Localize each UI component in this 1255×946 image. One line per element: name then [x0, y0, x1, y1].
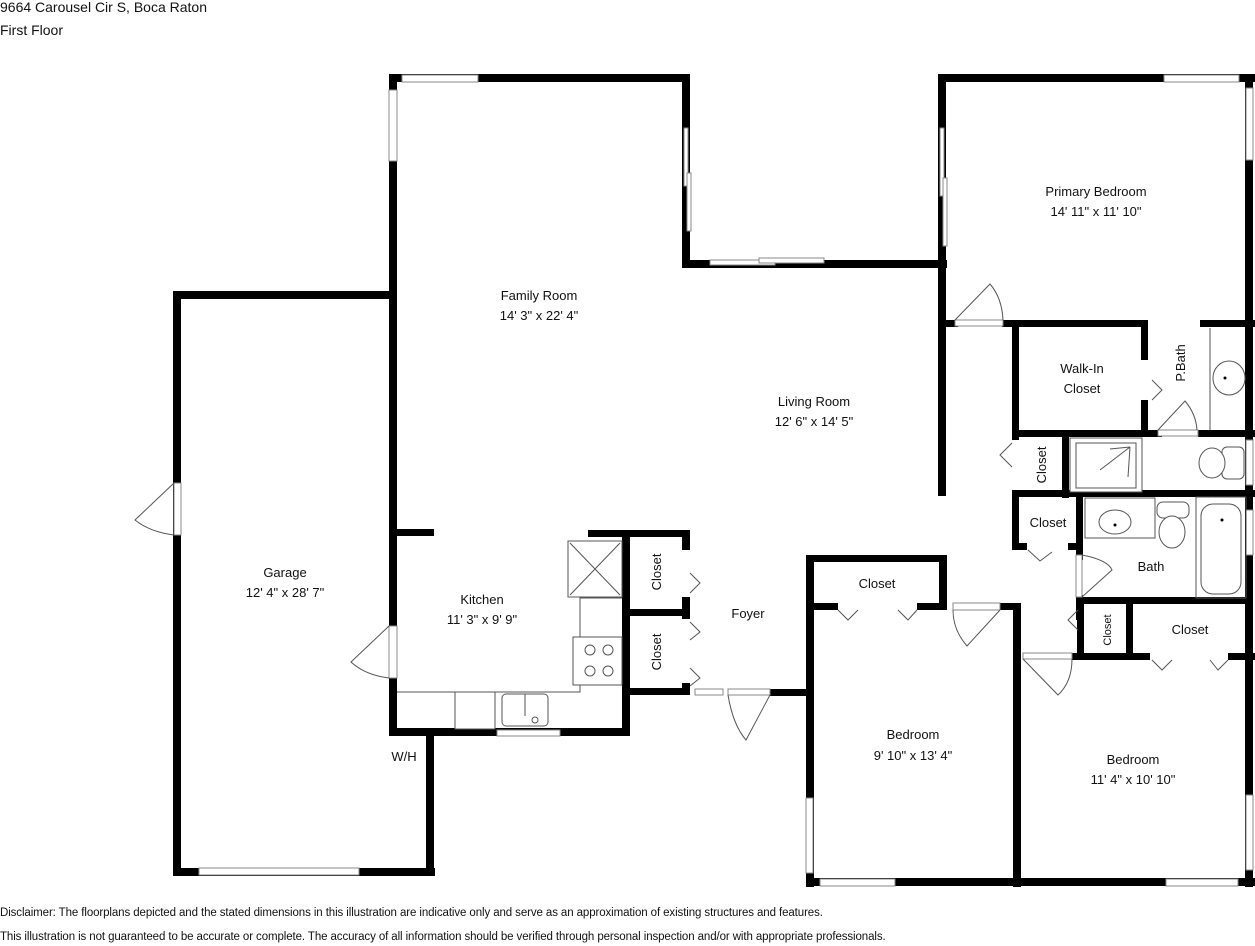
- kitchen-dims: 11' 3" x 9' 9": [447, 612, 518, 627]
- bedroom-3-dims: 11' 4" x 10' 10": [1091, 772, 1176, 787]
- kitchen-name: Kitchen: [460, 592, 503, 607]
- water-heater-label: W/H: [391, 749, 416, 764]
- room-labels: Family Room 14' 3" x 22' 4" Living Room …: [246, 184, 1209, 787]
- doors: [134, 283, 1229, 741]
- pbath-toilet-icon: [1198, 447, 1226, 479]
- windows: [198, 74, 1254, 887]
- small-closet-label: Closet: [1102, 614, 1114, 645]
- foyer-label: Foyer: [731, 606, 765, 621]
- dishwasher-icon: [454, 691, 496, 730]
- foyer-closet-2-label: Closet: [649, 633, 664, 670]
- bath-label: Bath: [1138, 559, 1165, 574]
- pbath-sink-icon: [1212, 360, 1246, 396]
- bedroom-2-name: Bedroom: [887, 727, 940, 742]
- bedroom-2-closet-label: Closet: [859, 576, 896, 591]
- walk-in-closet-label-2: Closet: [1064, 381, 1101, 396]
- bedroom-2-dims: 9' 10" x 13' 4": [874, 748, 953, 763]
- floor-label: First Floor: [0, 22, 63, 38]
- address-title: 9664 Carousel Cir S, Boca Raton: [0, 0, 207, 15]
- living-room-dims: 12' 6" x 14' 5": [775, 414, 854, 429]
- family-room-dims: 14' 3" x 22' 4": [500, 308, 579, 323]
- disclaimer-line-1: Disclaimer: The floorplans depicted and …: [0, 907, 823, 919]
- bathtub-icon: [1200, 503, 1242, 595]
- bath-toilet-icon: [1158, 515, 1186, 549]
- garage-dims: 12' 4" x 28' 7": [246, 585, 325, 600]
- stove-icon: [572, 636, 623, 686]
- bedroom-3-closet-label: Closet: [1172, 622, 1209, 637]
- primary-bedroom-dims: 14' 11" x 11' 10": [1050, 204, 1141, 219]
- pbath-label: P.Bath: [1173, 344, 1188, 381]
- fixtures: [397, 328, 1247, 730]
- bath-sink-icon: [1098, 509, 1132, 535]
- family-room-name: Family Room: [501, 288, 578, 303]
- walk-in-closet-label-1: Walk-In: [1060, 361, 1104, 376]
- garage-name: Garage: [263, 565, 306, 580]
- foyer-closet-1-label: Closet: [649, 553, 664, 590]
- living-room-name: Living Room: [778, 394, 850, 409]
- primary-bedroom-name: Primary Bedroom: [1045, 184, 1146, 199]
- disclaimer-line-2: This illustration is not guaranteed to b…: [0, 931, 886, 943]
- closet-near-bath-label: Closet: [1030, 515, 1067, 530]
- hall-closet-label: Closet: [1034, 446, 1049, 483]
- bedroom-3-name: Bedroom: [1107, 752, 1160, 767]
